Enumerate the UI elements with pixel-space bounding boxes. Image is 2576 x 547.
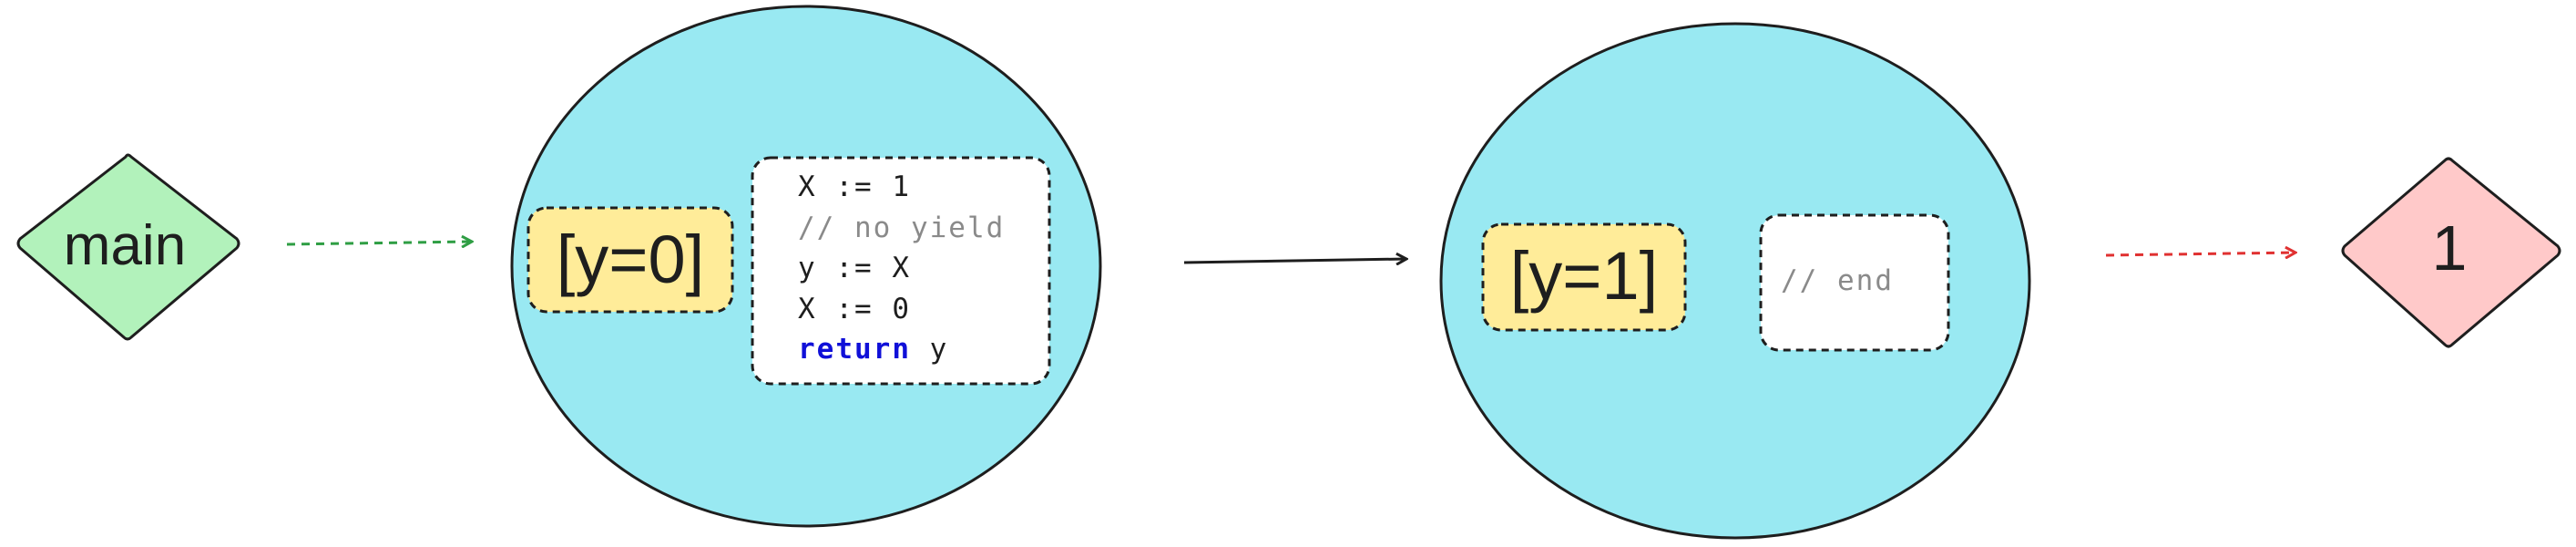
state-1-code-text: y := X [798, 252, 911, 284]
state-1-env-box [526, 206, 734, 314]
state-1-code-text: X := 1 [798, 170, 911, 203]
start-node-label: main [63, 214, 187, 277]
state-2-env-label: [y=1] [1509, 238, 1659, 314]
state-1-code-box [751, 156, 1051, 386]
state-1-code-line: y := X [798, 254, 911, 283]
end-node-diamond [2341, 157, 2561, 348]
step-edge-arrow [1183, 259, 1406, 263]
state-2-env-box [1481, 222, 1687, 332]
end-node-label: 1 [2431, 212, 2468, 284]
state-1-code-keyword: return [798, 333, 911, 366]
state-1-code-line: // no yield [798, 211, 1006, 244]
start-edge-arrow [286, 242, 472, 244]
start-node-diamond [16, 153, 240, 341]
state-1-code-line: X := 0 [798, 292, 911, 325]
state-2-ellipse [1439, 22, 2031, 540]
state-2-code-box [1759, 213, 1950, 352]
state-1-code-text: // no yield [798, 211, 1006, 244]
state-2-code-text: // end [1781, 264, 1894, 297]
state-1-code-text: X := 0 [798, 292, 911, 325]
state-1-code-line: X := 1 [798, 173, 911, 201]
state-1-code-text: y [910, 333, 949, 366]
state-1-env-label: [y=0] [556, 222, 705, 297]
end-edge-arrow [2105, 253, 2295, 255]
state-2-code-line: // end [1781, 267, 1894, 295]
state-1-code-line: return y [798, 335, 948, 364]
